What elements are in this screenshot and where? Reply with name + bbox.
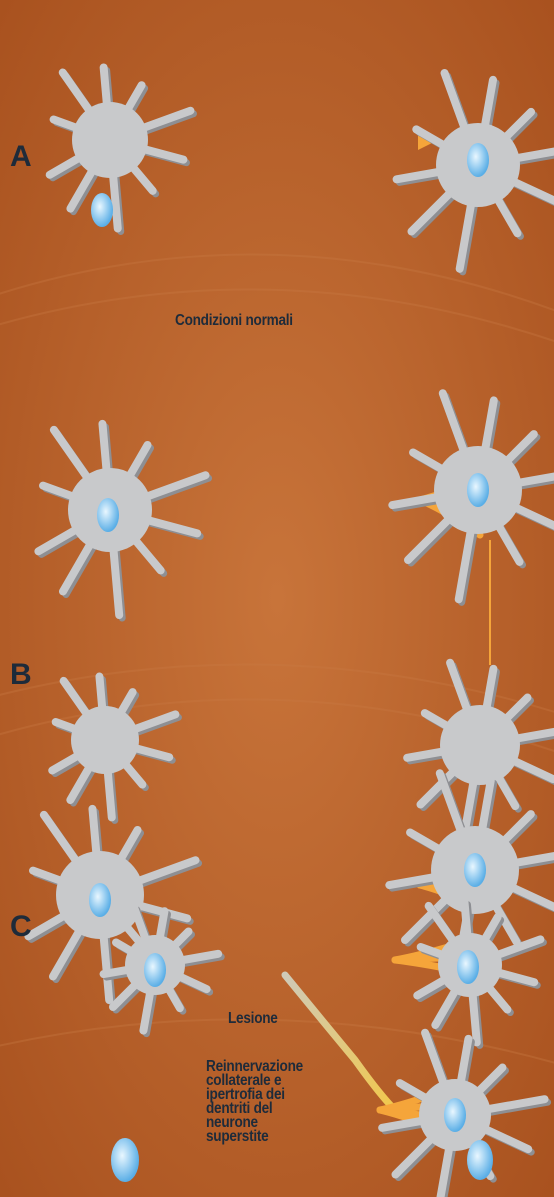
nucleus xyxy=(467,473,489,507)
panel-label-a: A xyxy=(10,140,31,174)
lesion-label: Lesione xyxy=(228,1010,278,1028)
nucleus xyxy=(97,498,119,532)
legend-line-6: superstite xyxy=(206,1130,303,1144)
legend-text: Reinnervazione collaterale e ipertrofia … xyxy=(206,1060,303,1144)
neuron-soma xyxy=(72,102,148,178)
legend-nucleus-icon xyxy=(111,1138,139,1182)
nucleus xyxy=(89,883,111,917)
nucleus-lower xyxy=(467,1140,493,1180)
panel-label-c: C xyxy=(10,910,31,944)
nucleus xyxy=(457,950,479,984)
nucleus xyxy=(467,143,489,177)
nucleus xyxy=(144,953,166,987)
caption-normal-conditions: Condizioni normali xyxy=(175,312,293,330)
nucleus xyxy=(444,1098,466,1132)
nucleus xyxy=(91,193,113,227)
nucleus xyxy=(464,853,486,887)
neuron-soma xyxy=(440,705,520,785)
neuron-soma xyxy=(71,706,139,774)
panel-label-b: B xyxy=(10,658,31,692)
